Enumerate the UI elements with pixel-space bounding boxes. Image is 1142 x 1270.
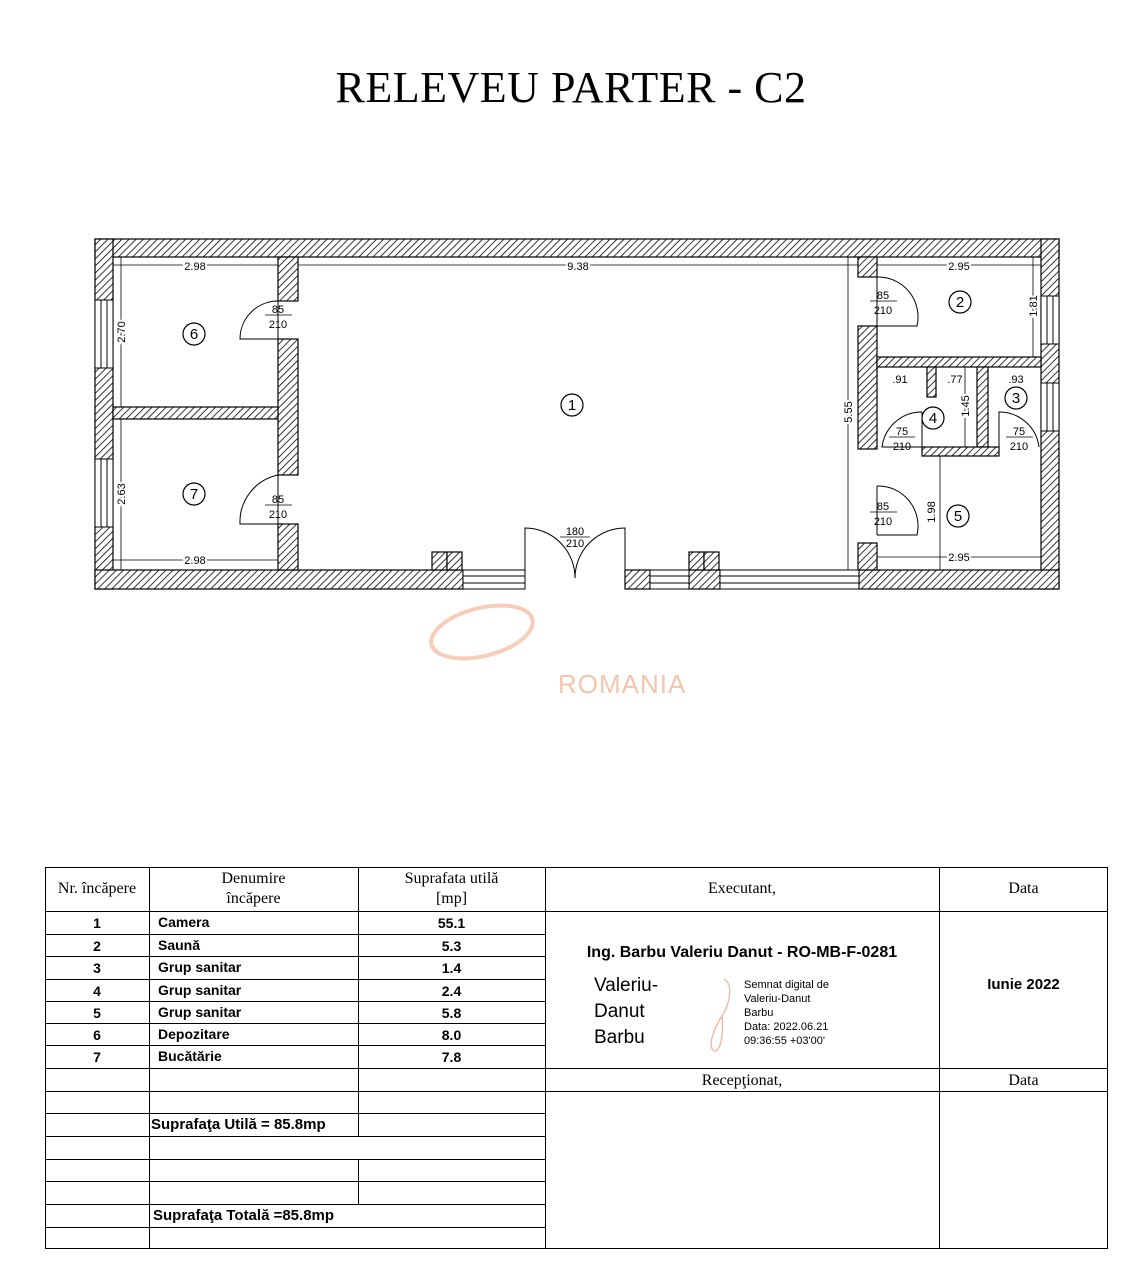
row-area: 7.8 xyxy=(441,1049,462,1065)
windows xyxy=(94,295,1060,590)
row-number: 7 xyxy=(93,1049,101,1065)
row-area: 2.4 xyxy=(441,983,462,999)
room-number-1: 1 xyxy=(568,397,576,414)
door-height: 210 xyxy=(269,509,287,521)
door-height: 210 xyxy=(566,538,584,550)
dimension-lines xyxy=(113,257,1041,570)
row-number: 2 xyxy=(93,938,101,954)
dim-label: 1.98 xyxy=(926,501,938,522)
door-height: 210 xyxy=(874,305,892,317)
row-name: Grup sanitar xyxy=(158,1004,242,1020)
signature-detail-line: Barbu xyxy=(744,1007,774,1019)
signature-detail-line: Valeriu-Danut xyxy=(744,993,811,1005)
executant-name: Ing. Barbu Valeriu Danut - RO-MB-F-0281 xyxy=(586,944,898,961)
dim-label: .77 xyxy=(947,374,962,386)
room-number-4: 4 xyxy=(929,410,937,427)
row-number: 3 xyxy=(93,960,101,976)
dimension-labels: 2.98 9.38 2.95 2.70 1.81 5.55 .91 .77 .9… xyxy=(114,259,1042,569)
dim-label: 2.63 xyxy=(116,483,128,504)
door-width: 75 xyxy=(896,426,908,438)
row-name: Bucătărie xyxy=(158,1048,222,1064)
dim-label: 2.98 xyxy=(184,261,205,273)
row-name: Depozitare xyxy=(158,1026,230,1042)
dim-label: 2.95 xyxy=(948,261,969,273)
room-number-7: 7 xyxy=(190,486,198,503)
row-number: 6 xyxy=(93,1027,101,1043)
row-area: 5.8 xyxy=(441,1005,462,1021)
signature-detail-line: Semnat digital de xyxy=(744,979,829,991)
dim-label: 9.38 xyxy=(567,261,588,273)
header-nr: Nr. încăpere xyxy=(57,880,137,897)
row-area: 8.0 xyxy=(441,1027,462,1043)
row-number: 1 xyxy=(93,915,101,931)
door-width: 75 xyxy=(1013,426,1025,438)
row-name: Grup sanitar xyxy=(158,982,242,998)
room-number-5: 5 xyxy=(954,508,962,525)
floor-plan: ROMANIA xyxy=(94,238,1060,699)
watermark-text: ROMANIA xyxy=(558,669,686,699)
signature-name: Valeriu- Danut Barbu xyxy=(594,973,658,1051)
dim-label: .91 xyxy=(892,374,907,386)
row-name: Saună xyxy=(158,937,201,953)
dim-label: 1.45 xyxy=(960,395,972,416)
signature-name-line: Valeriu- xyxy=(594,975,659,996)
door-width: 180 xyxy=(566,526,584,538)
door-height: 210 xyxy=(269,319,287,331)
receptionat-label: Recepţionat, xyxy=(701,1072,783,1089)
suprafata-totala: Suprafaţa Totală =85.8mp xyxy=(153,1207,335,1224)
door-height: 210 xyxy=(893,441,911,453)
header-denumire-2: încăpere xyxy=(226,890,281,907)
door-swings xyxy=(239,276,1040,579)
room-number-3: 3 xyxy=(1012,390,1020,407)
header-data: Data xyxy=(1008,880,1039,897)
row-name: Grup sanitar xyxy=(158,959,242,975)
page-title: RELEVEU PARTER - C2 xyxy=(335,63,807,112)
room-number-2: 2 xyxy=(956,294,964,311)
header-executant: Executant, xyxy=(708,880,776,897)
signature-details: Semnat digital de Valeriu-Danut Barbu Da… xyxy=(744,978,829,1048)
header-data-2: Data xyxy=(1008,1072,1039,1089)
watermark-logo: ROMANIA xyxy=(429,603,686,699)
signature-detail-line: Data: 2022.06.21 xyxy=(744,1021,829,1033)
row-area: 1.4 xyxy=(441,960,462,976)
room-numbers: 6 1 2 3 4 5 7 xyxy=(190,294,1020,525)
row-area: 55.1 xyxy=(437,915,466,931)
door-width: 85 xyxy=(877,501,889,513)
row-number: 5 xyxy=(93,1005,101,1021)
dim-label: 2.70 xyxy=(116,321,128,342)
door-height: 210 xyxy=(1010,441,1028,453)
room-markers xyxy=(182,290,1028,528)
door-height: 210 xyxy=(874,516,892,528)
dim-label: 1.81 xyxy=(1028,295,1040,316)
handwritten-signature-icon xyxy=(710,978,731,1052)
signature-detail-line: 09:36:55 +03'00' xyxy=(744,1035,825,1047)
dim-label: .93 xyxy=(1008,374,1023,386)
date-value: Iunie 2022 xyxy=(987,976,1060,993)
row-name: Camera xyxy=(158,914,210,930)
row-area: 5.3 xyxy=(441,938,462,954)
door-width: 85 xyxy=(877,290,889,302)
row-number: 4 xyxy=(93,983,101,999)
header-denumire-1: Denumire xyxy=(221,870,286,887)
header-suprafata-1: Suprafata utilă xyxy=(404,870,499,887)
signature-name-line: Danut xyxy=(594,1001,645,1022)
door-width: 85 xyxy=(272,304,284,316)
room-number-6: 6 xyxy=(190,326,198,343)
title-block-table xyxy=(45,867,1108,1249)
signature-name-line: Barbu xyxy=(594,1027,645,1048)
dim-label: 5.55 xyxy=(843,401,855,422)
dim-label: 2.98 xyxy=(184,555,205,567)
door-width: 85 xyxy=(272,494,284,506)
header-suprafata-2: [mp] xyxy=(435,890,468,907)
dim-label: 2.95 xyxy=(948,552,969,564)
door-labels: 85 210 85 210 85 210 85 210 75 210 75 21… xyxy=(265,290,1033,550)
suprafata-utila-total: Suprafaţa Utilă = 85.8mp xyxy=(151,1116,326,1133)
